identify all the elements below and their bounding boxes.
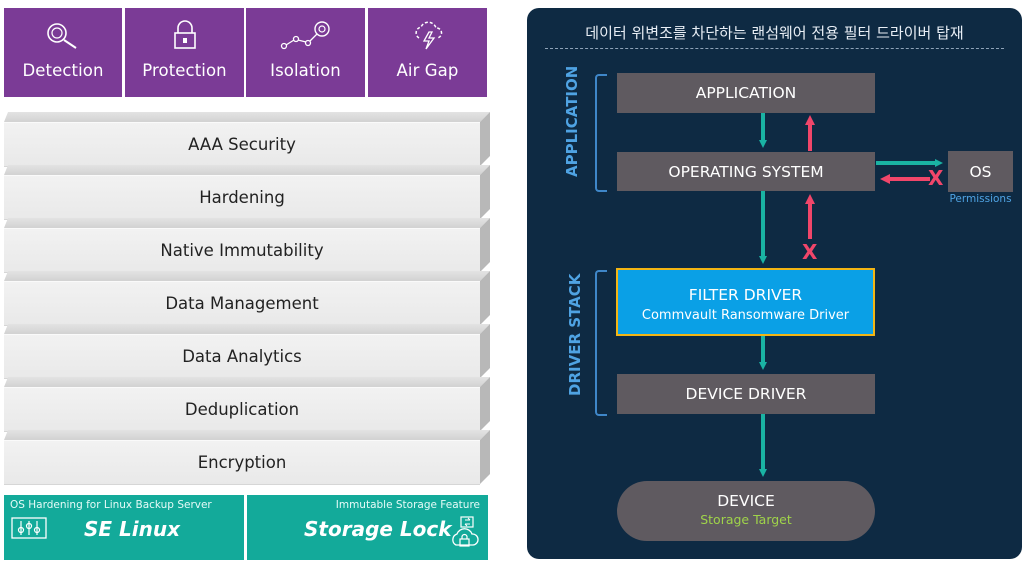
layer-hardening: Hardening [4, 165, 490, 219]
storage-lock-caption: Immutable Storage Feature [335, 499, 480, 511]
permissions-label: Permissions [949, 193, 1012, 205]
layer-label: Data Analytics [4, 334, 480, 378]
tab-isolation[interactable]: Isolation [246, 8, 365, 97]
flow-arrows [759, 113, 943, 477]
layer-label: Data Management [4, 281, 480, 325]
blocked-x-mark-permissions: X [928, 166, 944, 190]
layer-deduplication: Deduplication [4, 377, 490, 431]
se-linux-title: SE Linux [84, 517, 181, 541]
title-divider [545, 48, 1004, 49]
operating-system-node: OPERATING SYSTEM [617, 152, 875, 191]
layer-data-management: Data Management [4, 271, 490, 325]
application-bracket [595, 74, 607, 192]
tab-label: Air Gap [396, 61, 459, 80]
filter-driver-title: FILTER DRIVER [688, 286, 803, 304]
storage-lock-title: Storage Lock [304, 517, 452, 541]
magnifier-icon [43, 18, 83, 52]
os-permissions-node: OS [948, 151, 1013, 192]
tab-detection[interactable]: Detection [4, 8, 122, 97]
application-node: APPLICATION [617, 73, 875, 113]
layer-encryption: Encryption [4, 430, 490, 484]
tab-label: Detection [22, 61, 104, 80]
layer-label: Hardening [4, 175, 480, 219]
layer-label: Deduplication [4, 387, 480, 431]
device-node: DEVICE Storage Target [617, 481, 875, 541]
layer-label: Encryption [4, 440, 480, 484]
filter-driver-subtitle: Commvault Ransomware Driver [641, 308, 850, 323]
tab-label: Protection [142, 61, 227, 80]
se-linux-caption: OS Hardening for Linux Backup Server [10, 499, 212, 511]
lock-icon [170, 18, 200, 52]
tab-label: Isolation [270, 61, 341, 80]
device-title: DEVICE [717, 492, 775, 510]
device-driver-node: DEVICE DRIVER [617, 374, 875, 414]
tab-protection[interactable]: Protection [125, 8, 244, 97]
sliders-icon [11, 517, 47, 543]
network-nodes-icon [278, 18, 334, 52]
cloud-lightning-icon [410, 18, 446, 52]
storage-lock-box: Immutable Storage Feature Storage Lock [247, 495, 488, 560]
tab-air-gap[interactable]: Air Gap [368, 8, 487, 97]
filter-driver-panel: 데이터 위변조를 차단하는 랜섬웨어 전용 필터 드라이버 탑재 APPLICA… [527, 8, 1022, 559]
blocked-x-mark-filter: X [802, 240, 818, 264]
layer-label: AAA Security [4, 122, 480, 166]
se-linux-box: OS Hardening for Linux Backup Server SE … [4, 495, 244, 560]
filter-driver-node: FILTER DRIVER Commvault Ransomware Drive… [616, 268, 875, 336]
layer-native-immutability: Native Immutability [4, 218, 490, 272]
layer-label: Native Immutability [4, 228, 480, 272]
device-subtitle: Storage Target [700, 512, 792, 527]
layer-data-analytics: Data Analytics [4, 324, 490, 378]
layer-aaa-security: AAA Security [4, 112, 490, 166]
driver-stack-bracket [595, 270, 607, 416]
cloud-lock-icon [449, 515, 481, 555]
panel-title: 데이터 위변조를 차단하는 랜섬웨어 전용 필터 드라이버 탑재 [585, 24, 964, 42]
